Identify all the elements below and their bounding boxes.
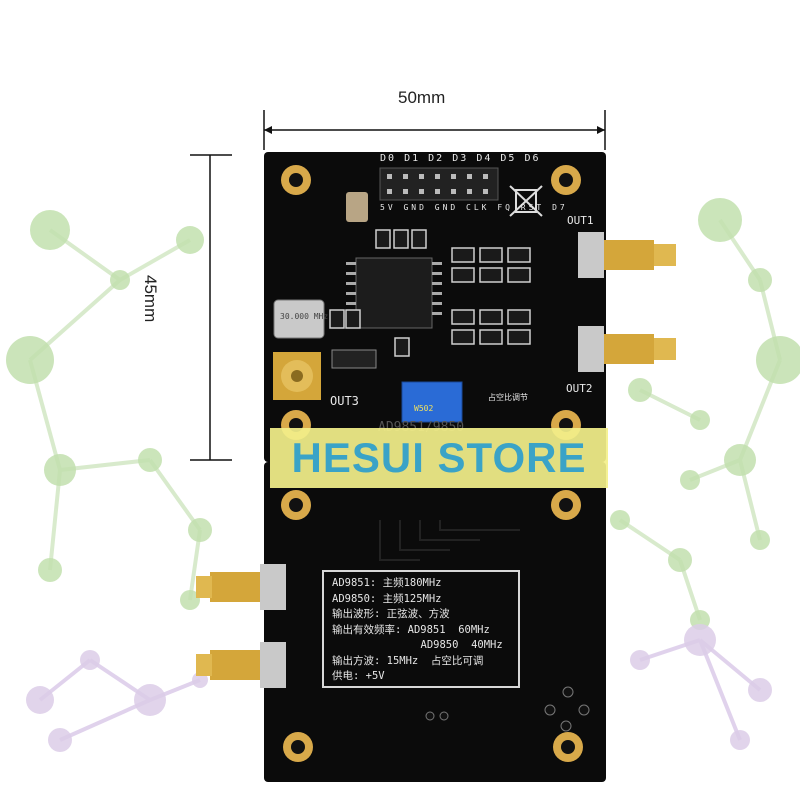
sma-connectors xyxy=(196,232,676,688)
pin-header-bottom-labels: 5V GND GND CLK FQ RST D7 xyxy=(380,203,568,212)
pin-header-top-labels: D0 D1 D2 D3 D4 D5 D6 xyxy=(380,153,541,164)
crystal-oscillator xyxy=(273,299,325,339)
spec-box: AD9851: 主频180MHz AD9850: 主频125MHz 输出波形: … xyxy=(322,570,520,688)
out3-label: OUT3 xyxy=(330,394,359,408)
spec-line: 供电: +5V xyxy=(332,670,385,682)
potentiometer-label: 占空比调节 xyxy=(488,393,528,402)
spec-line: AD9850: 主频125MHz xyxy=(332,592,442,605)
tantalum-capacitor xyxy=(346,192,368,222)
width-dimension-label: 50mm xyxy=(398,88,446,107)
oscillator-label: 30.000 MHz xyxy=(280,312,329,321)
spec-line: 输出方波: 15MHz 占空比可调 xyxy=(332,654,484,667)
spec-line: AD9851: 主频180MHz xyxy=(332,577,442,589)
weee-icon xyxy=(509,185,543,217)
potentiometer-code: W502 xyxy=(414,404,434,413)
jumper xyxy=(331,349,377,369)
store-watermark-text: HESUI STORE xyxy=(291,434,587,481)
out1-label: OUT1 xyxy=(567,214,594,227)
pin-header xyxy=(379,167,499,201)
out2-label: OUT2 xyxy=(566,382,593,395)
spec-line: 输出有效频率: AD9851 60MHz xyxy=(332,623,490,636)
pcb-board-bottom xyxy=(264,462,606,782)
spec-line: AD9850 40MHz xyxy=(332,639,503,651)
dds-chip xyxy=(355,257,433,329)
spec-line: 输出波形: 正弦波、方波 xyxy=(332,608,450,620)
potentiometer xyxy=(401,381,463,423)
store-watermark-banner: HESUI STORE xyxy=(270,428,608,488)
